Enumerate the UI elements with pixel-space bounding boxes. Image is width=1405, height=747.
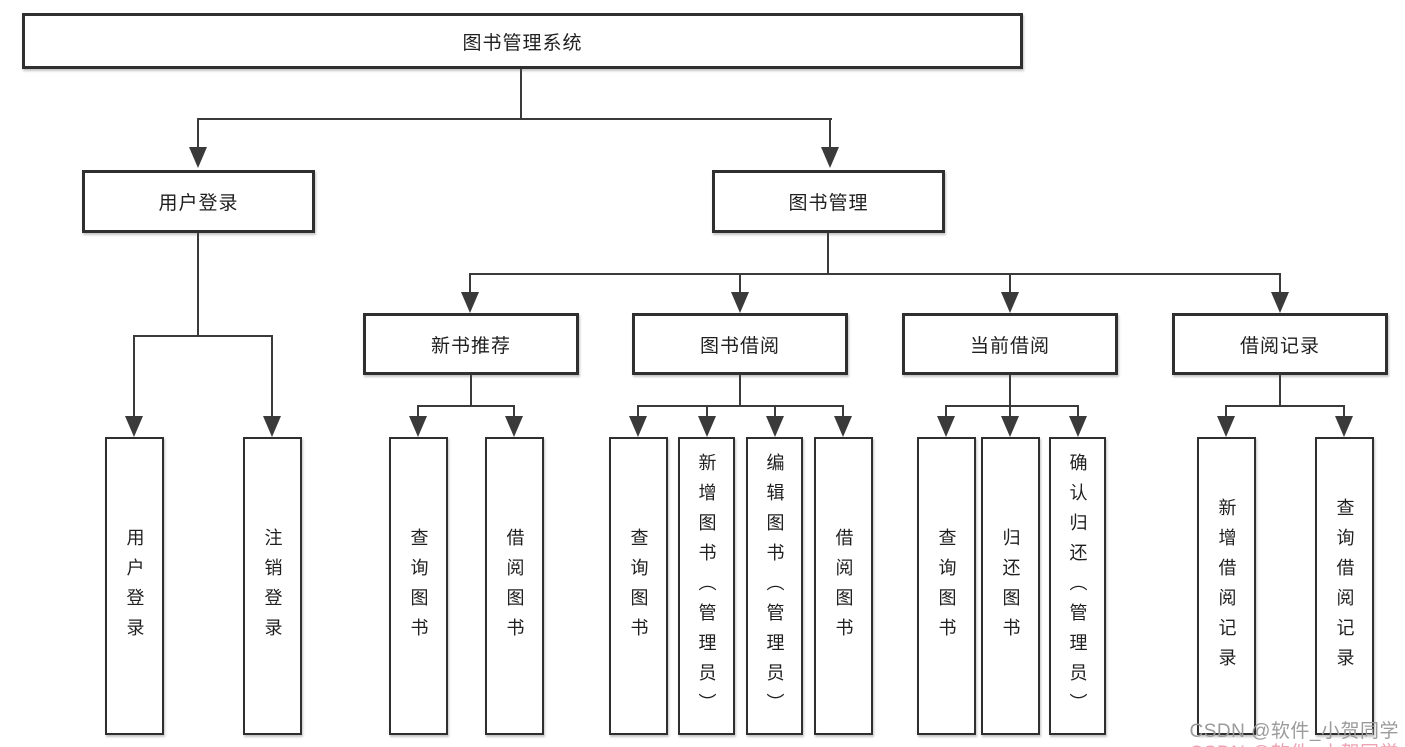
- arrow-down-icon: [834, 416, 852, 437]
- arrow-down-icon: [1069, 416, 1087, 437]
- connector-line: [842, 405, 844, 418]
- connector-line: [417, 405, 419, 418]
- connector-line: [739, 273, 741, 295]
- node-user-login: 用户登录: [82, 170, 315, 233]
- connector-line: [197, 118, 199, 149]
- node-book-borrow: 图书借阅: [632, 313, 848, 375]
- connector-line: [739, 375, 741, 406]
- connector-line: [469, 273, 471, 295]
- connector-line: [271, 335, 273, 417]
- connector-line: [469, 273, 1281, 275]
- leaf-add-borrow-record: 新增借阅记录: [1197, 437, 1256, 735]
- leaf-query-books-borrow: 查询图书: [609, 437, 668, 735]
- node-borrow-records: 借阅记录: [1172, 313, 1388, 375]
- arrow-down-icon: [505, 416, 523, 437]
- connector-line: [1225, 405, 1345, 407]
- connector-line: [417, 405, 515, 407]
- connector-line: [945, 405, 1079, 407]
- leaf-borrow-books-recommend: 借阅图书: [485, 437, 544, 735]
- connector-line: [637, 405, 639, 418]
- connector-line: [774, 405, 776, 418]
- arrow-down-icon: [1217, 416, 1235, 437]
- leaf-borrow-books: 借阅图书: [814, 437, 873, 735]
- connector-line: [945, 405, 947, 418]
- connector-line: [133, 335, 135, 417]
- connector-line: [197, 118, 832, 120]
- connector-line: [827, 233, 829, 274]
- arrow-down-icon: [821, 147, 839, 168]
- connector-line: [1009, 405, 1011, 418]
- leaf-query-borrow-record: 查询借阅记录: [1315, 437, 1374, 735]
- connector-line: [133, 335, 273, 337]
- node-root-library-system: 图书管理系统: [22, 13, 1023, 69]
- connector-line: [513, 405, 515, 418]
- connector-line: [1279, 375, 1281, 406]
- connector-line: [1343, 405, 1345, 418]
- leaf-add-book-admin: 新增图书（管理员）: [678, 437, 735, 735]
- connector-line: [1077, 405, 1079, 418]
- node-book-management: 图书管理: [712, 170, 945, 233]
- leaf-edit-book-admin: 编辑图书（管理员）: [746, 437, 803, 735]
- arrow-down-icon: [1001, 292, 1019, 313]
- leaf-logout: 注销登录: [243, 437, 302, 735]
- connector-line: [706, 405, 708, 418]
- arrow-down-icon: [1335, 416, 1353, 437]
- connector-line: [197, 233, 199, 335]
- arrow-down-icon: [629, 416, 647, 437]
- arrow-down-icon: [766, 416, 784, 437]
- connector-line: [520, 69, 522, 119]
- connector-line: [1009, 273, 1011, 295]
- arrow-down-icon: [1271, 292, 1289, 313]
- node-current-borrow: 当前借阅: [902, 313, 1118, 375]
- connector-line: [1225, 405, 1227, 418]
- node-new-book-recommend: 新书推荐: [363, 313, 579, 375]
- arrow-down-icon: [409, 416, 427, 437]
- arrow-down-icon: [189, 147, 207, 168]
- arrow-down-icon: [263, 416, 281, 437]
- leaf-return-books: 归还图书: [981, 437, 1040, 735]
- arrow-down-icon: [698, 416, 716, 437]
- watermark: CSDN @软件_小贺同学: [1189, 721, 1399, 742]
- leaf-query-books-recommend: 查询图书: [389, 437, 448, 735]
- arrow-down-icon: [1001, 416, 1019, 437]
- leaf-user-login: 用户登录: [105, 437, 164, 735]
- arrow-down-icon: [461, 292, 479, 313]
- connector-line: [829, 118, 831, 149]
- connector-line: [1009, 375, 1011, 406]
- connector-line: [637, 405, 844, 407]
- arrow-down-icon: [125, 416, 143, 437]
- leaf-confirm-return-admin: 确认归还（管理员）: [1049, 437, 1106, 735]
- arrow-down-icon: [731, 292, 749, 313]
- connector-line: [1279, 273, 1281, 295]
- arrow-down-icon: [937, 416, 955, 437]
- leaf-query-books-current: 查询图书: [917, 437, 976, 735]
- connector-line: [470, 375, 472, 406]
